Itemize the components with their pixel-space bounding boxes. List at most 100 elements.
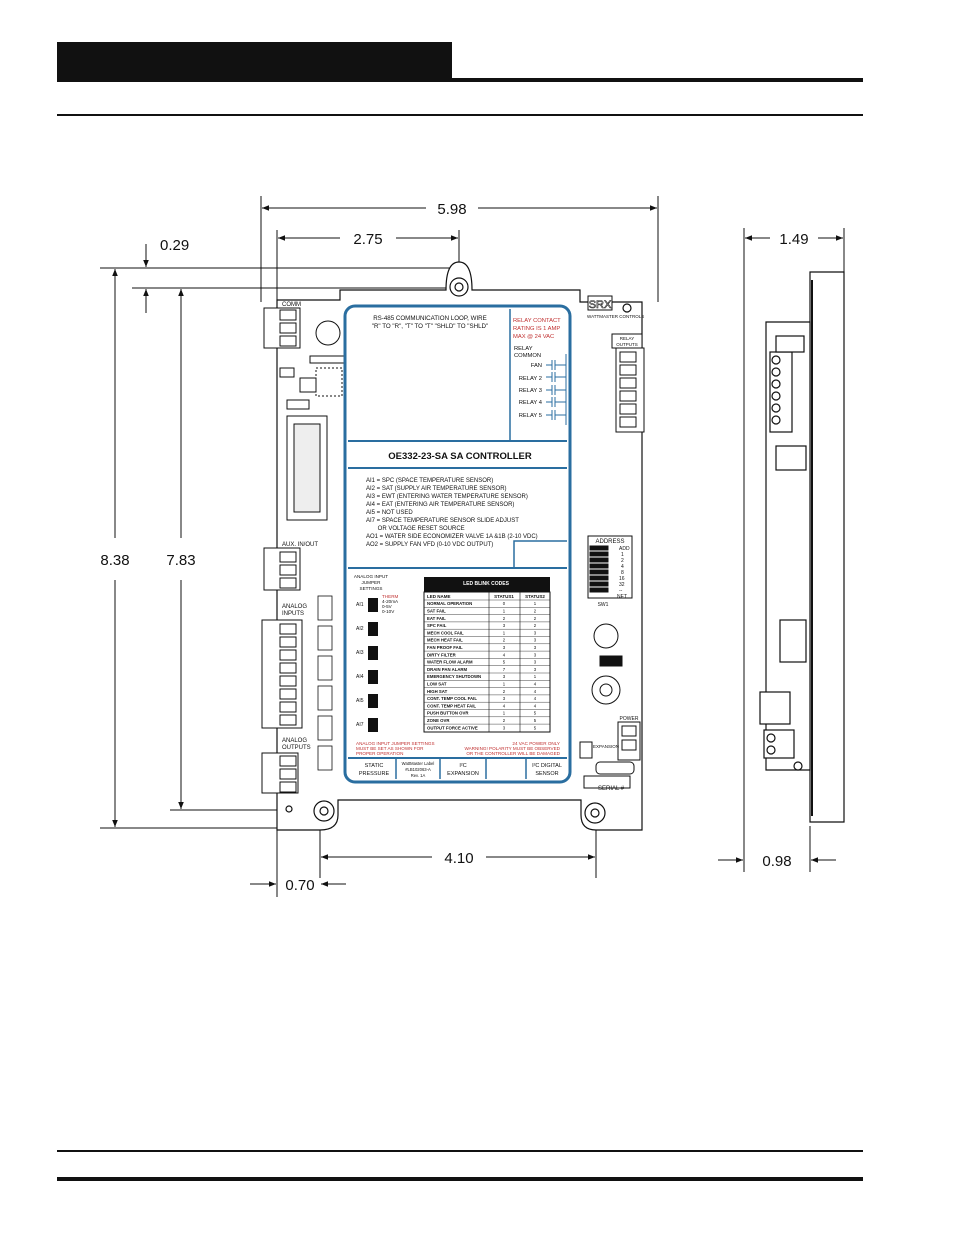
- right-board-labels: SRX WATTMASTER CONTROLS RELAY OUTPUTS AD…: [587, 299, 644, 792]
- relay-rating: RELAY CONTACT RATING IS 1 AMP MAX @ 24 V…: [513, 318, 561, 340]
- dimension-values: 5.98 2.75 0.29 8.38 7.83 4.10 0.70 1.49 …: [100, 201, 808, 894]
- relay-outputs-1: RELAY: [620, 336, 634, 341]
- addr-2: 2: [621, 558, 624, 564]
- led-row-name: MECH HEAT FAIL: [427, 638, 463, 643]
- led-row-name: CONT. TEMP COOL FAIL: [427, 696, 477, 701]
- led-row-status: 2: [534, 609, 537, 614]
- led-row-name: PUSH BUTTON OVR: [427, 711, 469, 716]
- relay-1-label: FAN: [531, 363, 542, 369]
- comm-line-1: RS-485 COMMUNICATION LOOP, WIRE: [373, 315, 487, 322]
- right-board-parts: [579, 295, 645, 789]
- label-notes: ANALOG INPUT JUMPER SETTINGS MUST BE SET…: [356, 741, 561, 756]
- led-row-name: SAT FAIL: [427, 609, 446, 614]
- brand-logo: SRX: [589, 299, 612, 311]
- dim-side-base: 0.98: [762, 853, 791, 870]
- jumper-ai1: AI1: [356, 602, 364, 608]
- led-head-status2: STATUS2: [525, 594, 545, 599]
- jumper-pins: [317, 595, 333, 771]
- led-table: LED BLINK CODES LED NAME STATUS1 STATUS2…: [423, 577, 551, 733]
- relay-5-label: RELAY 5: [519, 413, 542, 419]
- left-terminal-labels: COMM AUX. IN/OUT ANALOG INPUTS ANALOG OU…: [282, 302, 318, 751]
- expansion-label: EXPANSION: [593, 744, 619, 749]
- led-row-status: 4: [534, 703, 537, 708]
- jumper-title-1: ANALOG INPUT: [354, 574, 388, 579]
- header-rule-thick: [57, 78, 863, 82]
- sw1-label: SW1: [598, 602, 609, 608]
- cell-i2c-2: EXPANSION: [447, 771, 479, 777]
- input-def-7: OR VOLTAGE RESET SOURCE: [366, 526, 465, 532]
- led-row-status: 2: [503, 638, 506, 643]
- board-outline: [276, 261, 643, 831]
- led-row-name: WATER FLOW ALARM: [427, 660, 473, 665]
- led-row-name: CONT. TEMP HEAT FAIL: [427, 703, 476, 708]
- label-analog-outputs-1: ANALOG: [282, 738, 307, 744]
- input-def-4: AI4 = EAT (ENTERING AIR TEMPERATURE SENS…: [366, 502, 514, 508]
- dim-overall-height: 8.38: [100, 552, 129, 569]
- led-row-name: DIRTY FILTER: [427, 652, 457, 657]
- led-row-name: NORMAL OPERATION: [427, 601, 472, 606]
- relay-outputs-2: OUTPUTS: [616, 342, 638, 347]
- led-row-status: 4: [534, 682, 537, 687]
- input-def-6: AI7 = SPACE TEMPERATURE SENSOR SLIDE ADJ…: [366, 518, 519, 524]
- led-row-status: 1: [503, 682, 506, 687]
- cell-wm-2: #LB102063-A: [405, 767, 431, 772]
- led-head-status1: STATUS1: [494, 594, 514, 599]
- cell-wm-1: WattMaster Label: [402, 761, 435, 766]
- led-row-status: 1: [503, 711, 506, 716]
- led-row-name: EMERGENCY SHUTDOWN: [427, 674, 481, 679]
- jumper-ai7: AI7: [356, 722, 364, 728]
- led-row-status: 2: [503, 718, 506, 723]
- relay-4-label: RELAY 4: [519, 400, 543, 406]
- input-definitions: AI1 = SPC (SPACE TEMPERATURE SENSOR) AI2…: [366, 478, 538, 548]
- address-values: ADD 1 2 4 8 16 32 -- NET: [617, 546, 630, 600]
- input-def-2: AI2 = SAT (SUPPLY AIR TEMPERATURE SENSOR…: [366, 486, 507, 492]
- relay-common-2: COMMON: [514, 353, 541, 359]
- cell-static-2: PRESSURE: [359, 771, 390, 777]
- led-row-status: 3: [534, 638, 537, 643]
- jumper-ai3: AI3: [356, 650, 364, 656]
- addr-1: 1: [621, 552, 624, 558]
- cell-static-1: STATIC: [365, 763, 384, 769]
- jumper-ai5: AI5: [356, 698, 364, 704]
- addr-4: 4: [621, 564, 624, 570]
- jumper-opt-010: 0-10V: [382, 609, 395, 614]
- dimension-lines: [100, 196, 845, 897]
- led-row-name: OUTPUT FORCE ACTIVE: [427, 725, 478, 730]
- input-def-3: AI3 = EWT (ENTERING WATER TEMPERATURE SE…: [366, 494, 528, 500]
- led-row-status: 1: [534, 674, 537, 679]
- input-def-5: AI5 = NOT USED: [366, 510, 413, 516]
- led-row-status: 3: [534, 652, 537, 657]
- led-row-name: MECH COOL FAIL: [427, 630, 464, 635]
- led-row-name: FAN PROOF FAIL: [427, 645, 463, 650]
- led-row-status: 4: [534, 696, 537, 701]
- led-row-name: EAT FAIL: [427, 616, 446, 621]
- led-row-status: 5: [534, 711, 537, 716]
- addr-add: ADD: [619, 546, 630, 552]
- led-head-name: LED NAME: [427, 594, 451, 599]
- jumper-opt-05: 0-5V: [382, 604, 393, 609]
- led-row-status: 2: [534, 623, 537, 628]
- input-def-8: AO1 = WATER SIDE ECONOMIZER VALVE 1A &1B…: [366, 534, 538, 540]
- header-bar: [57, 42, 452, 78]
- led-row-status: 3: [534, 630, 537, 635]
- led-row-status: 5: [503, 660, 506, 665]
- led-row-status: 7: [503, 667, 506, 672]
- addr-net: NET: [617, 594, 627, 600]
- dim-mount-height: 7.83: [166, 552, 195, 569]
- controller-title: OE332-23-SA SA CONTROLLER: [388, 451, 532, 462]
- addr-dash: --: [619, 588, 623, 594]
- cell-digital-2: SENSOR: [535, 771, 558, 777]
- comm-line-2: "R" TO "R", "T" TO "T" "SHLD" TO "SHLD": [372, 323, 488, 330]
- header-rule-thin: [57, 114, 863, 116]
- led-row-status: 2: [503, 616, 506, 621]
- addr-8: 8: [621, 570, 624, 576]
- address-title: ADDRESS: [595, 539, 624, 545]
- dim-side-depth: 1.49: [779, 231, 808, 248]
- led-row-status: 3: [503, 623, 506, 628]
- led-row-status: 3: [534, 660, 537, 665]
- relay-rating-1: RELAY CONTACT: [513, 318, 561, 324]
- led-row-status: 0: [503, 601, 506, 606]
- led-row-status: 4: [534, 689, 537, 694]
- jumper-title-2: JUMPER: [362, 580, 382, 585]
